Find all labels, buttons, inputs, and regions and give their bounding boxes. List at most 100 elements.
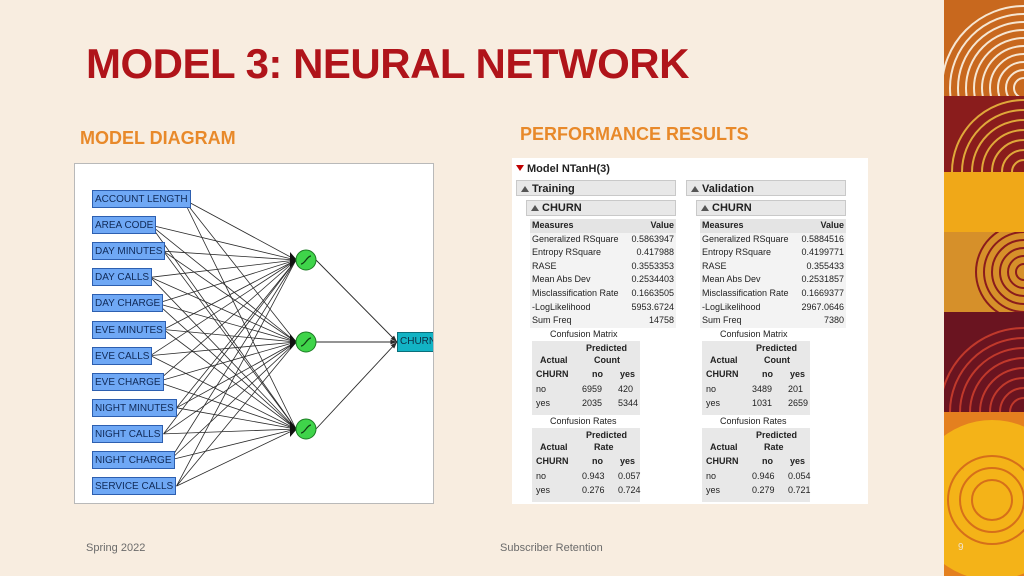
- model-report-header[interactable]: Model NTanH(3): [512, 160, 868, 178]
- input-hidden-connection: [163, 341, 297, 435]
- measure-name: RASE: [700, 259, 797, 274]
- footer-topic: Subscriber Retention: [500, 542, 603, 554]
- measure-name: -LogLikelihood: [530, 300, 627, 315]
- cell-value: 0.721: [788, 485, 811, 495]
- target-header[interactable]: CHURN: [526, 200, 676, 216]
- collapse-triangle-icon[interactable]: [691, 186, 699, 192]
- measure-name: Mean Abs Dev: [530, 273, 627, 287]
- collapse-triangle-icon[interactable]: [521, 186, 529, 192]
- cell-value: 0.279: [752, 485, 775, 495]
- measure-name: Generalized RSquare: [700, 232, 797, 247]
- measure-name: Sum Freq: [530, 314, 627, 328]
- col-yes-label: yes: [790, 369, 806, 379]
- decorative-pattern: [944, 0, 1024, 576]
- value-header: Value: [796, 219, 846, 233]
- cell-value: 0.054: [788, 471, 811, 481]
- model-title: Model NTanH(3): [527, 163, 610, 175]
- input-hidden-connection: [156, 381, 297, 430]
- input-hidden-connection: [163, 250, 297, 261]
- input-node: DAY CHARGE: [92, 294, 164, 313]
- measure-value: 0.355433: [796, 259, 846, 274]
- measure-value: 0.1669377: [796, 286, 846, 301]
- input-hidden-connection: [150, 277, 297, 430]
- input-hidden-connection: [156, 303, 297, 343]
- measure-name: Misclassification Rate: [700, 286, 797, 301]
- input-node: DAY CALLS: [92, 268, 153, 287]
- tanh-activation-icon: [300, 424, 312, 434]
- panel-title: Training: [532, 183, 575, 195]
- panel-header-validation[interactable]: Validation: [686, 180, 846, 196]
- confusion-matrix-caption: Confusion Matrix: [550, 329, 618, 339]
- row-no-label: no: [536, 471, 547, 481]
- slide-title: MODEL 3: NEURAL NETWORK: [86, 40, 689, 87]
- input-hidden-connection: [176, 341, 297, 409]
- collapse-triangle-icon[interactable]: [701, 205, 709, 211]
- target-col-label: CHURN: [706, 456, 739, 466]
- actual-label: Actual: [540, 442, 568, 452]
- col-no-label: no: [592, 456, 603, 466]
- cell-value: 0.943: [582, 471, 605, 481]
- arrowhead: [390, 335, 397, 342]
- measure-name: RASE: [530, 259, 627, 274]
- input-node: EVE CALLS: [92, 346, 153, 365]
- network-connections: [150, 198, 398, 487]
- input-hidden-connection: [156, 259, 297, 383]
- input-hidden-connection: [176, 341, 297, 487]
- arrowhead: [390, 339, 397, 345]
- measure-name: Entropy RSquare: [530, 246, 627, 260]
- input-hidden-connection: [176, 407, 297, 430]
- row-yes-label: yes: [706, 485, 721, 495]
- target-header[interactable]: CHURN: [696, 200, 846, 216]
- col-yes-label: yes: [620, 369, 636, 379]
- input-hidden-connection: [150, 341, 297, 356]
- value-header: Value: [626, 219, 676, 233]
- red-disclosure-icon[interactable]: [516, 165, 524, 171]
- input-hidden-connection: [163, 329, 297, 343]
- measure-value: 0.5884516: [796, 232, 846, 247]
- measure-value: 14758: [626, 314, 676, 328]
- input-hidden-connection: [163, 259, 297, 330]
- cell-value: 0.276: [582, 485, 605, 495]
- stat-label: Rate: [764, 442, 784, 452]
- tanh-activation-icon: [300, 337, 312, 347]
- target-label: CHURN: [542, 202, 582, 214]
- row-no-label: no: [536, 384, 547, 394]
- panel-title: Validation: [702, 183, 754, 195]
- measure-value: 0.5863947: [626, 232, 676, 247]
- collapse-triangle-icon[interactable]: [531, 205, 539, 211]
- input-hidden-connection: [150, 276, 297, 343]
- panel-header-training[interactable]: Training: [516, 180, 676, 196]
- col-yes-label: yes: [620, 456, 636, 466]
- cell-value: 420: [618, 384, 634, 394]
- performance-results-heading: PERFORMANCE RESULTS: [520, 124, 749, 144]
- measures-header: Measures: [530, 219, 627, 233]
- input-hidden-connection: [156, 259, 297, 304]
- measure-value: 2967.0646: [796, 300, 846, 315]
- cell-value: 0.946: [752, 471, 775, 481]
- measure-value: 5953.6724: [626, 300, 676, 315]
- cell-value: 6959: [582, 384, 603, 394]
- hidden-node-inlet: [290, 421, 297, 437]
- input-hidden-connection: [176, 428, 297, 487]
- actual-label: Actual: [540, 355, 568, 365]
- hidden-output-connection: [315, 259, 398, 343]
- input-hidden-connection: [182, 198, 297, 343]
- input-hidden-connection: [176, 259, 297, 487]
- row-yes-label: yes: [536, 398, 551, 408]
- measures-header: Measures: [700, 219, 797, 233]
